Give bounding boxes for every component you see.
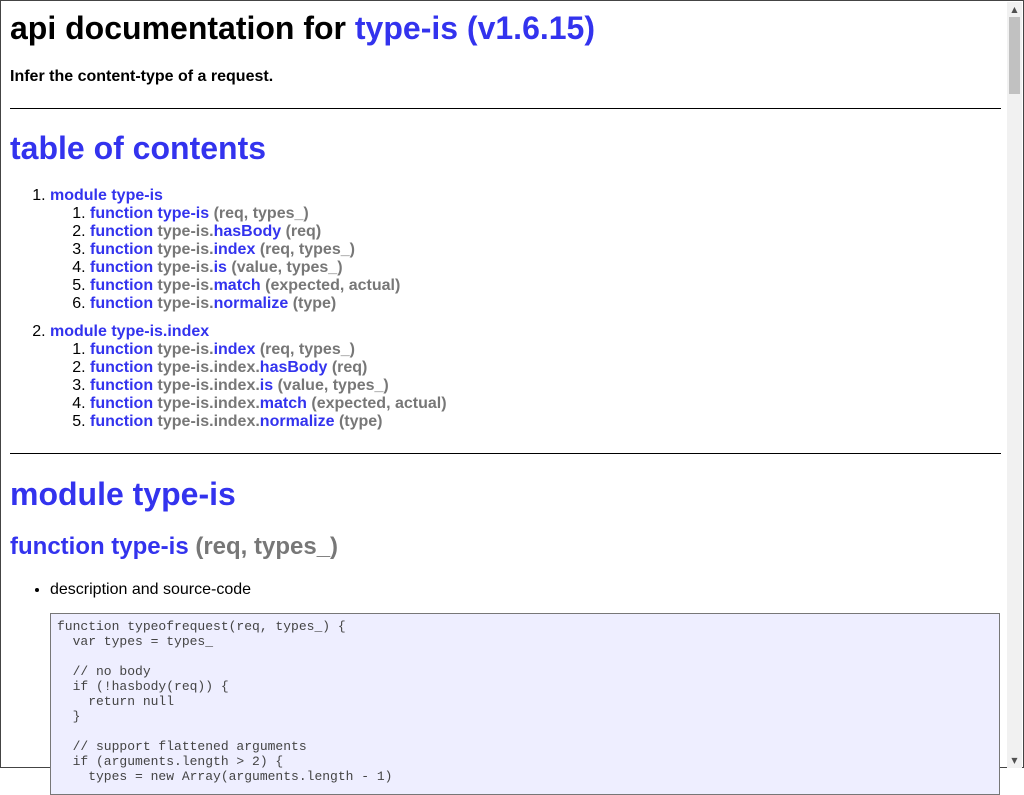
toc-function-namespace: type-is.index. <box>157 359 260 376</box>
divider <box>10 453 1001 454</box>
toc-function-namespace: type-is.index. <box>157 377 260 394</box>
toc-function-keyword-link[interactable]: function <box>90 241 154 258</box>
toc-module-item: module type-is.indexfunction type-is.ind… <box>50 323 447 431</box>
vertical-scrollbar[interactable]: ▲ ▼ <box>1007 2 1022 768</box>
divider <box>10 108 1001 109</box>
toc-function-name-link[interactable]: normalize <box>213 295 289 312</box>
source-code-block: function typeofrequest(req, types_) { va… <box>50 613 1000 795</box>
scroll-down-arrow-icon[interactable]: ▼ <box>1011 756 1018 765</box>
toc-function-item: function type-is.normalize (type) <box>90 295 447 313</box>
toc-function-args: (value, types_) <box>277 377 389 394</box>
toc-function-keyword-link[interactable]: function <box>90 223 154 240</box>
description-item: description and source-code <box>50 581 251 599</box>
toc-function-item: function type-is.index (req, types_) <box>90 341 447 359</box>
toc-heading: table of contents <box>10 130 267 166</box>
toc-function-args: (req) <box>331 359 368 376</box>
toc-function-args: (expected, actual) <box>265 277 401 294</box>
description-list: description and source-code <box>10 581 251 599</box>
toc-function-namespace: type-is. <box>157 259 214 276</box>
toc-function-namespace: type-is.index. <box>157 413 260 430</box>
package-description: Infer the content-type of a request. <box>10 68 274 85</box>
toc-function-keyword-link[interactable]: function <box>90 395 154 412</box>
toc-function-item: function type-is.is (value, types_) <box>90 259 447 277</box>
toc-function-item: function type-is.hasBody (req) <box>90 223 447 241</box>
toc-function-name-link[interactable]: is <box>259 377 274 394</box>
toc-function-namespace: type-is. <box>157 223 214 240</box>
toc-function-item: function type-is.index.hasBody (req) <box>90 359 447 377</box>
function-heading: function type-is (req, types_) <box>10 531 338 563</box>
toc-function-namespace: type-is. <box>157 341 214 358</box>
toc-function-keyword-link[interactable]: function <box>90 277 154 294</box>
scrollbar-thumb[interactable] <box>1009 17 1020 94</box>
toc-function-namespace: type-is. <box>157 277 214 294</box>
toc-function-name-link[interactable]: index <box>213 341 256 358</box>
toc-function-item: function type-is.index.is (value, types_… <box>90 377 447 395</box>
toc-function-args: (req, types_) <box>259 241 355 258</box>
toc-function-item: function type-is (req, types_) <box>90 205 447 223</box>
toc-function-name-link[interactable]: hasBody <box>259 359 328 376</box>
toc-function-keyword-link[interactable]: function <box>90 377 154 394</box>
toc-module-link[interactable]: module type-is <box>50 187 163 204</box>
scroll-up-arrow-icon[interactable]: ▲ <box>1011 5 1018 14</box>
toc-function-item: function type-is.index.match (expected, … <box>90 395 447 413</box>
toc-function-keyword-link[interactable]: function <box>90 259 154 276</box>
toc-function-list: function type-is (req, types_)function t… <box>50 205 447 313</box>
toc-function-keyword-link[interactable]: function <box>90 359 154 376</box>
toc-function-keyword-link[interactable]: function <box>90 295 154 312</box>
toc-function-args: (expected, actual) <box>311 395 447 412</box>
toc-function-namespace: type-is. <box>157 295 214 312</box>
toc-function-namespace: type-is.index. <box>157 395 260 412</box>
toc-function-args: (type) <box>292 295 337 312</box>
toc-function-item: function type-is.index.normalize (type) <box>90 413 447 431</box>
function-name-link[interactable]: function type-is <box>10 533 189 560</box>
function-args: (req, types_) <box>188 533 339 560</box>
toc-function-keyword-link[interactable]: function <box>90 205 154 222</box>
toc-function-item: function type-is.match (expected, actual… <box>90 277 447 295</box>
toc-function-name-link[interactable]: index <box>213 241 256 258</box>
toc-function-name-link[interactable]: match <box>213 277 261 294</box>
toc-function-name-link[interactable]: match <box>259 395 307 412</box>
module-heading: module type-is <box>10 476 236 512</box>
toc-module-link[interactable]: module type-is.index <box>50 323 210 340</box>
toc-function-name-link[interactable]: is <box>213 259 227 276</box>
toc-function-args: (type) <box>338 413 383 430</box>
toc-function-name-link[interactable]: normalize <box>259 413 335 430</box>
toc-function-item: function type-is.index (req, types_) <box>90 241 447 259</box>
browser-viewport: api documentation for type-is (v1.6.15) … <box>0 0 1024 768</box>
toc-function-keyword-link[interactable]: function <box>90 413 154 430</box>
toc-function-args: (req, types_) <box>259 341 355 358</box>
toc-function-name-link[interactable]: type-is <box>157 205 210 222</box>
toc-function-args: (req) <box>285 223 322 240</box>
title-prefix: api documentation for <box>10 10 355 46</box>
toc-function-args: (req, types_) <box>213 205 309 222</box>
package-link[interactable]: type-is (v1.6.15) <box>354 10 595 46</box>
toc-function-args: (value, types_) <box>231 259 343 276</box>
toc-function-name-link[interactable]: hasBody <box>213 223 282 240</box>
toc-function-list: function type-is.index (req, types_)func… <box>50 341 447 431</box>
toc-function-namespace: type-is. <box>157 241 214 258</box>
toc-function-keyword-link[interactable]: function <box>90 341 154 358</box>
page-title: api documentation for type-is (v1.6.15) <box>10 10 595 46</box>
